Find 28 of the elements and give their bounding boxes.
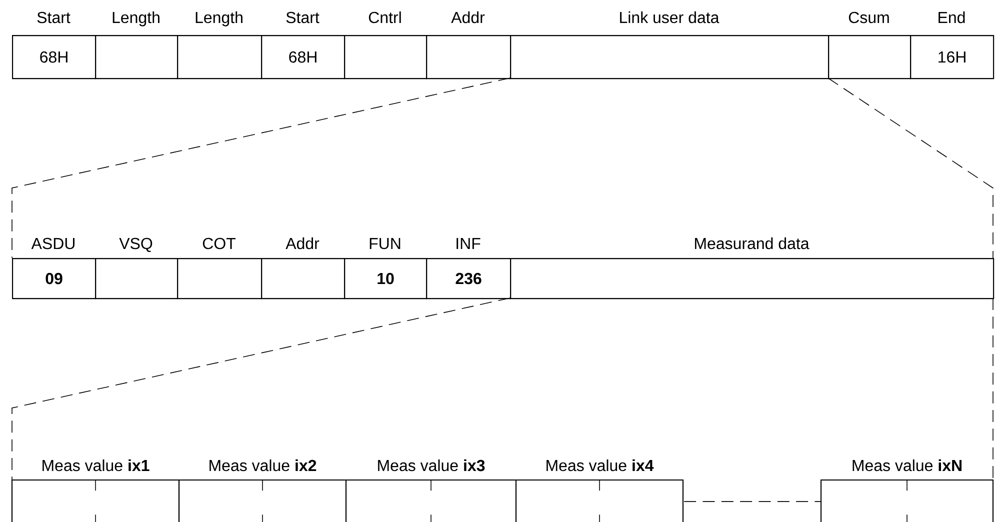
field-label: Start <box>286 12 320 24</box>
field-label: FUN <box>370 238 400 250</box>
field-box: 68H <box>12 35 96 80</box>
field-box: 236 <box>426 258 512 300</box>
field-box: 68H <box>261 35 346 80</box>
field-label: Length <box>112 11 160 26</box>
field-label: Meas value ix4 <box>546 459 654 472</box>
field-box: 09 <box>12 258 96 300</box>
field-label: ASDU <box>31 238 74 250</box>
field-label: Addr <box>451 11 485 24</box>
field-box: 10 <box>344 258 428 300</box>
field-label: Addr <box>286 237 320 250</box>
field-label: Meas value ixN <box>852 459 962 472</box>
continuation-line <box>684 501 822 502</box>
field-label: Length <box>196 11 242 26</box>
field-label: Cntrl <box>368 11 401 24</box>
field-label: End <box>938 11 965 24</box>
field-label: COT <box>202 238 236 250</box>
field-label: Csum <box>848 12 889 24</box>
field-label: VSQ <box>119 238 152 252</box>
field-label: Link user data <box>620 11 720 24</box>
field-label: Measurand data <box>695 237 810 250</box>
field-label: Start <box>37 12 70 24</box>
field-label: Meas value ix1 <box>42 459 150 472</box>
field-label: INF <box>456 238 480 249</box>
field-label: Meas value ix3 <box>378 459 485 472</box>
field-box: 16H <box>910 35 994 80</box>
field-label: Meas value ix2 <box>210 459 316 472</box>
